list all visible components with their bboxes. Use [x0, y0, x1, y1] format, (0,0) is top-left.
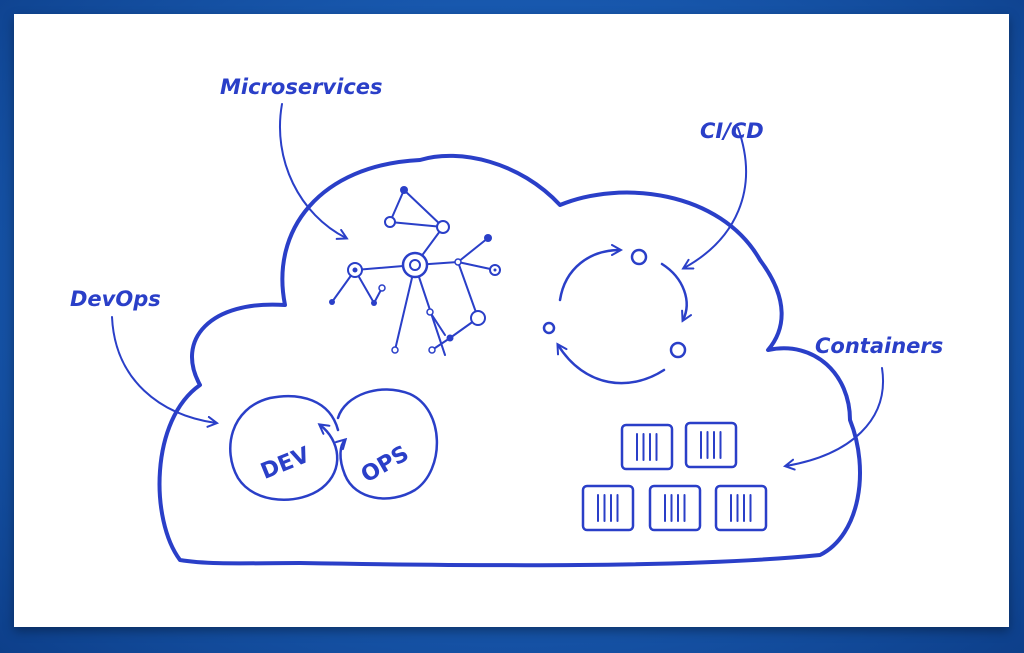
containers-stack	[581, 421, 768, 532]
dev-label: DEV	[257, 443, 313, 485]
cicd-cycle	[542, 250, 687, 385]
cloud-outline	[157, 153, 862, 568]
microservices-network	[329, 186, 501, 356]
cicd-arrow	[684, 127, 747, 268]
devops-loop: DEV OPS	[229, 388, 439, 501]
ops-label: OPS	[357, 441, 413, 488]
label-microservices: Microservices	[220, 75, 383, 99]
container-box	[620, 423, 674, 471]
containers-arrow	[786, 367, 884, 466]
container-box	[648, 484, 702, 532]
container-box	[684, 421, 738, 469]
label-devops: DevOps	[70, 287, 161, 311]
microservices-arrow	[278, 103, 346, 238]
container-box	[714, 484, 768, 532]
container-box	[581, 484, 635, 532]
label-cicd: CI/CD	[700, 119, 764, 143]
diagram-card	[14, 14, 1009, 627]
devops-arrow	[111, 316, 216, 423]
label-containers: Containers	[815, 334, 943, 358]
